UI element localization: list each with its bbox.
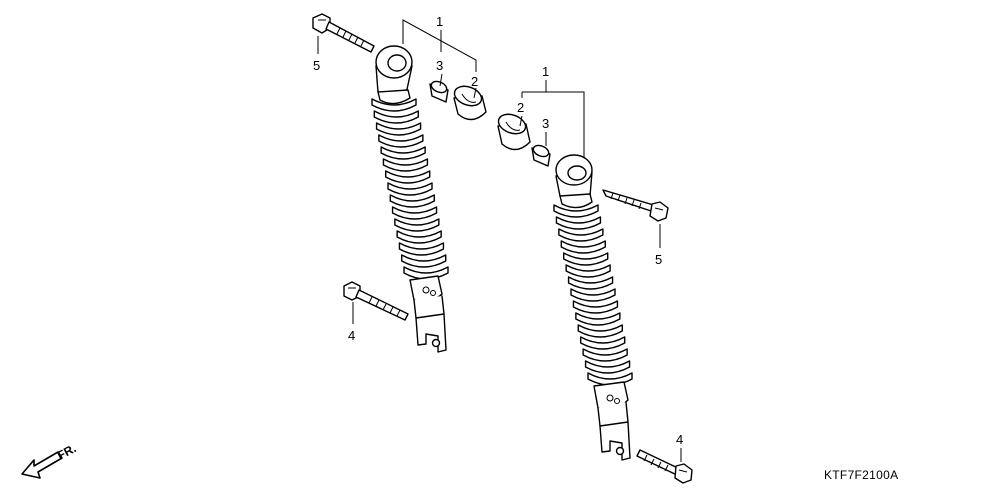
spring-coil: [575, 312, 621, 326]
spring-coil: [391, 206, 438, 220]
spring-coil: [375, 122, 422, 136]
left-bushing: [453, 85, 487, 121]
callout-left-upper-bolt: 5: [313, 58, 320, 73]
front-arrow-icon: [21, 451, 63, 479]
left-lower-bolt: [343, 281, 409, 321]
spring-coil: [401, 254, 447, 268]
spring-coil: [567, 276, 614, 290]
callout-left-collar: 3: [436, 58, 443, 73]
spring-coil: [380, 146, 426, 160]
callout-right-bushing: 2: [517, 100, 524, 115]
right-lower-bolt: [636, 449, 693, 484]
callout-left-unit: 1: [436, 14, 443, 29]
right-shock-absorber: [497, 113, 693, 484]
diagram-code: KTF7F2100A: [824, 468, 899, 482]
spring-coil: [570, 288, 616, 302]
left-collar: [429, 80, 449, 103]
spring-coil: [389, 194, 435, 208]
spring-coil: [385, 170, 431, 184]
spring-coil: [382, 158, 429, 172]
callout-right-upper-bolt: 5: [655, 252, 662, 267]
callout-right-unit: 1: [542, 64, 549, 79]
callout-left-bushing: 2: [471, 74, 478, 89]
spring-coil: [580, 336, 626, 350]
spring-coil: [387, 182, 433, 196]
spring-coil: [394, 218, 440, 232]
spring-coil: [565, 264, 611, 278]
front-direction-arrow: FR.: [21, 441, 78, 479]
left-shock-absorber: [312, 13, 487, 353]
spring-coil: [555, 216, 602, 230]
spring-coil: [577, 324, 623, 338]
spring-coil: [563, 252, 609, 266]
callout-numbers: 1 3 2 5 4 1 2 3 5 4: [313, 14, 683, 447]
spring-coil: [584, 360, 631, 374]
right-collar: [531, 144, 551, 167]
spring-coil: [371, 98, 417, 112]
callout-right-collar: 3: [542, 116, 549, 131]
spring-coil: [373, 110, 419, 124]
right-spring: [553, 204, 633, 386]
spring-coil: [396, 230, 442, 244]
spring-coil: [560, 240, 606, 254]
spring-coil: [558, 228, 604, 242]
spring-coil: [572, 300, 619, 314]
spring-coil: [553, 204, 599, 218]
left-spring: [371, 98, 449, 280]
spring-coil: [378, 134, 424, 148]
right-upper-bolt: [602, 189, 669, 222]
callout-left-lower-bolt: 4: [348, 328, 355, 343]
spring-coil: [398, 242, 445, 256]
right-bushing: [497, 113, 531, 151]
callout-right-lower-bolt: 4: [676, 432, 683, 447]
left-upper-bolt: [312, 13, 375, 53]
leader-lines: [317, 19, 682, 462]
spring-coil: [582, 348, 628, 362]
